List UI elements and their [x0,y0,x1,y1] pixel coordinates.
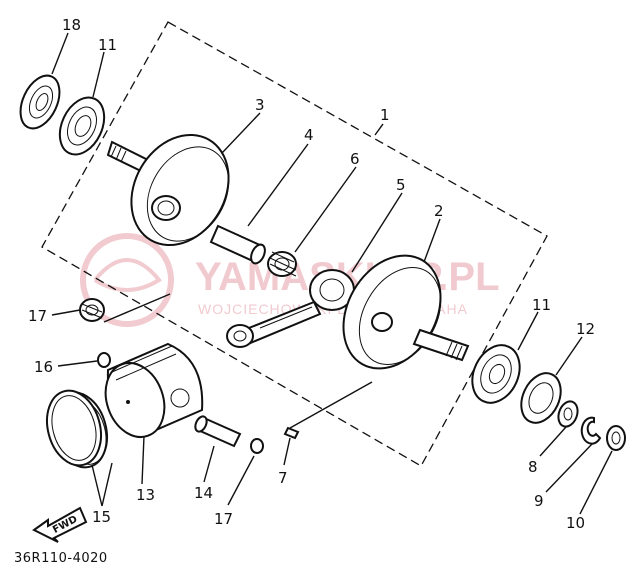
crank-web-left-3 [106,133,230,247]
callout-10: 10 [566,514,585,532]
nut-10 [606,425,626,451]
callout-13: 18 [62,16,81,34]
crank-web-right-2 [342,254,470,370]
crankshaft-assembly-boundary [41,21,548,467]
callout-11-left: 11 [98,36,117,54]
piston-pin-15 [194,415,242,448]
small-end-bearing-18 [79,298,105,322]
callout-17-lower: 17 [214,510,233,528]
watermark-logo [80,233,174,327]
callout-3: 3 [255,96,265,114]
forward-arrow-icon: FWD [32,506,88,543]
callout-2: 2 [434,202,444,220]
callout-12: 12 [576,320,595,338]
callout-5: 5 [396,176,406,194]
oil-seal-12 [520,372,562,424]
piston-rings-16 [46,389,108,469]
callout-16: 15 [92,508,111,526]
oil-seal-13 [19,74,61,130]
washer-8 [557,400,579,428]
callout-4: 4 [304,126,314,144]
callout-17-upper: 16 [34,358,53,376]
spacer-9 [580,416,602,445]
drawing-code: 36R110-4020 [14,551,108,566]
bearing-11-right [471,344,521,404]
callout-11-right: 11 [532,296,551,314]
callout-labels: 18 11 3 4 6 5 1 2 11 12 8 9 10 7 17 16 1… [28,16,595,532]
callout-8: 8 [528,458,538,476]
callout-7: 7 [278,469,288,487]
piston-14 [104,342,204,438]
callout-15: 14 [194,484,213,502]
circlip-17-lower [250,438,264,454]
callout-14: 13 [136,486,155,504]
bearing-11-left [58,96,106,156]
callout-1: 1 [380,106,390,124]
callout-9: 9 [534,492,544,510]
needle-bearing-6 [267,251,297,277]
woodruff-key-7 [283,426,300,440]
callout-6: 6 [350,150,360,168]
circlip-17-upper [97,352,111,368]
leader-lines [51,32,613,515]
callout-18: 17 [28,307,47,325]
crank-pin-4 [209,224,266,265]
